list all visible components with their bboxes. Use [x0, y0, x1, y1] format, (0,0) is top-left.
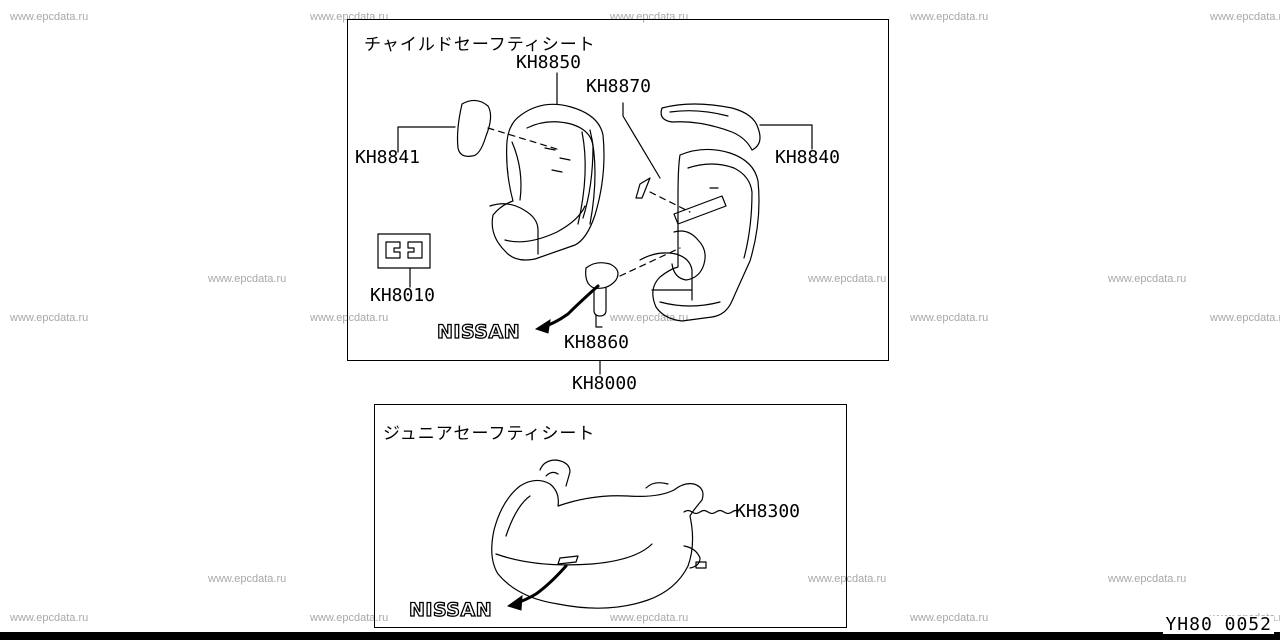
watermark: www.epcdata.ru — [1108, 573, 1187, 585]
watermark: www.epcdata.ru — [610, 312, 689, 324]
part-label-kh8300[interactable]: KH8300 — [735, 501, 801, 522]
child-seat-panel — [347, 19, 889, 361]
junior-seat-title: ジュニアセーフティシート — [383, 424, 596, 444]
watermark: www.epcdata.ru — [10, 11, 89, 23]
watermark: www.epcdata.ru — [10, 612, 89, 624]
child-seat-title: チャイルドセーフティシート — [364, 35, 596, 55]
part-label-kh8850[interactable]: KH8850 — [516, 52, 582, 73]
part-label-kh8000[interactable]: KH8000 — [572, 373, 638, 394]
junior-seat-panel — [374, 404, 847, 628]
part-label-kh8841[interactable]: KH8841 — [355, 147, 421, 168]
watermark: www.epcdata.ru — [910, 11, 989, 23]
watermark: www.epcdata.ru — [1210, 11, 1280, 23]
watermark: www.epcdata.ru — [10, 312, 89, 324]
part-label-kh8840[interactable]: KH8840 — [775, 147, 841, 168]
watermark: www.epcdata.ru — [208, 273, 287, 285]
footer-bar — [0, 632, 1280, 640]
watermark: www.epcdata.ru — [610, 11, 689, 23]
watermark: www.epcdata.ru — [1108, 273, 1187, 285]
watermark: www.epcdata.ru — [808, 573, 887, 585]
watermark: www.epcdata.ru — [208, 573, 287, 585]
part-label-kh8870[interactable]: KH8870 — [586, 76, 652, 97]
watermark: www.epcdata.ru — [910, 612, 989, 624]
watermark: www.epcdata.ru — [310, 312, 389, 324]
nissan-logo: NISSAN — [409, 599, 492, 621]
watermark: www.epcdata.ru — [910, 312, 989, 324]
watermark: www.epcdata.ru — [310, 11, 389, 23]
nissan-logo: NISSAN — [437, 321, 520, 343]
part-label-kh8860[interactable]: KH8860 — [564, 332, 630, 353]
watermark: www.epcdata.ru — [1210, 312, 1280, 324]
diagram-code: YH80 0052 — [1163, 614, 1274, 635]
part-label-kh8010[interactable]: KH8010 — [370, 285, 436, 306]
watermark: www.epcdata.ru — [610, 612, 689, 624]
watermark: www.epcdata.ru — [808, 273, 887, 285]
watermark: www.epcdata.ru — [310, 612, 389, 624]
